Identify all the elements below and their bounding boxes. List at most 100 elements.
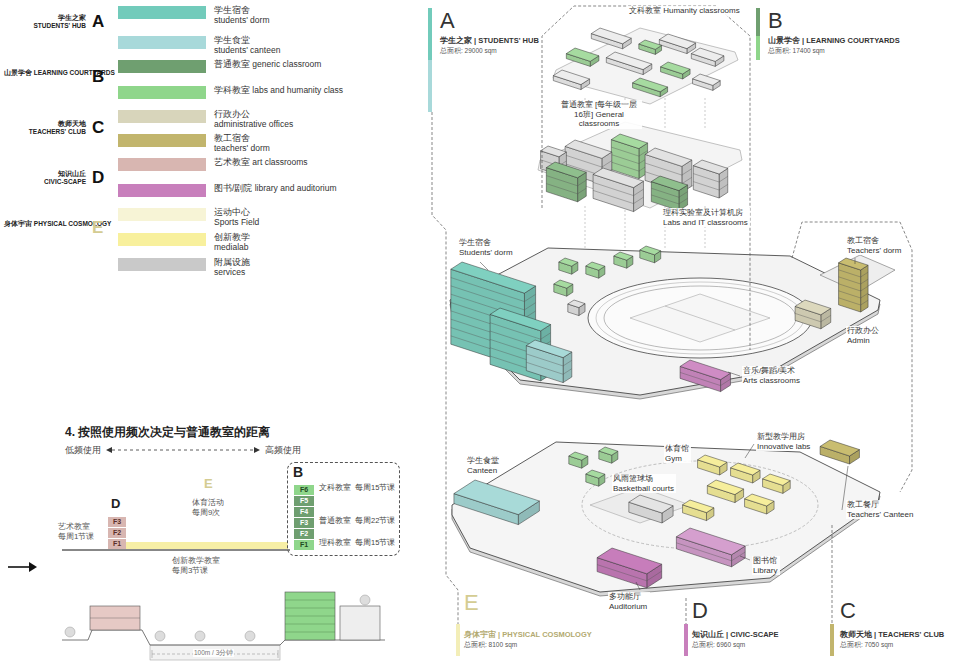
zone-name: 教师天地 | TEACHERS' CLUB (840, 630, 944, 639)
floor-line (611, 155, 647, 164)
dimension-tick (152, 650, 153, 658)
floor-line (795, 313, 831, 321)
leader-line (855, 258, 856, 264)
callout-label: 音乐/舞蹈/美术 Arts classrooms (742, 366, 802, 385)
floor-block: F6 (294, 485, 314, 495)
legend-label: 普通教室 generic classroom (214, 59, 321, 69)
floor-label: F2 (113, 529, 121, 537)
floor-line (693, 182, 727, 190)
usage-note: 每周15节课 (355, 539, 395, 547)
group-letter: B (92, 67, 104, 87)
section-building (90, 606, 140, 630)
callout-label: 新型教学用房 Innovative labs (756, 432, 813, 451)
zone-name: 山景学舍 | LEARNING COURTYARDS (768, 36, 900, 45)
floor-line (526, 362, 571, 374)
floor-label: F5 (300, 497, 308, 505)
floor-block: F3 (294, 518, 314, 528)
tree (360, 595, 370, 605)
building-roof (629, 495, 673, 513)
callout-label: 多功能厅 Auditorium (608, 592, 650, 611)
section-building (340, 606, 380, 640)
zone-area: 总面积: 6960 sqm (692, 641, 745, 649)
section-title: 4. 按照使用频次决定与普通教室的距离 (65, 424, 270, 441)
tree (195, 631, 205, 641)
group-name: 知识山丘 CIVIC-SCAPE (43, 170, 86, 186)
floor-line (651, 188, 687, 197)
dimension-tick (278, 650, 279, 658)
building-roof (639, 40, 662, 49)
usage-note: 每周15节课 (355, 484, 395, 492)
arrow-head (106, 447, 112, 453)
callout-label: 体育馆 Gym (664, 444, 691, 463)
running-track (588, 278, 812, 358)
zone-outline (542, 6, 750, 350)
section-building (285, 592, 335, 640)
section-basement (150, 645, 280, 660)
alignment-line (585, 206, 586, 248)
arrow-head (29, 562, 37, 572)
building-roof (454, 480, 539, 515)
building-roof (698, 455, 728, 467)
axis-label: 低频使用 (65, 445, 101, 455)
zone-letter: B (293, 465, 303, 480)
building-roof (745, 494, 775, 506)
sports-field (630, 294, 770, 342)
zone-letter: E (464, 590, 479, 616)
field-line (665, 306, 735, 330)
building-roof (490, 308, 551, 331)
distance-diagram (8, 447, 385, 660)
building-roof (599, 447, 618, 455)
building-roof (591, 28, 631, 44)
tree (245, 631, 255, 641)
callout-label: 风雨篮球场 Basketball courts (612, 474, 676, 493)
legend-label: 教工宿舍 teachers' dorm (214, 133, 271, 153)
usage-note: 艺术教室 每周1节课 (58, 522, 96, 541)
floor-label: F4 (300, 508, 308, 516)
building-roof (651, 176, 687, 191)
leader-line (480, 262, 488, 270)
zone-bar (756, 36, 760, 60)
callout-label: 教工餐厅 Teachers' Canteen (846, 500, 916, 519)
dimension-label: 100m / 3分钟 (193, 649, 234, 657)
legend-label: 运动中心 Sports Field (214, 207, 261, 227)
zone-name: 知识山丘 | CIVIC-SCAPE (692, 630, 779, 639)
legend-swatch (118, 258, 206, 271)
zone-area: 总面积: 29000 sqm (440, 47, 497, 55)
building-roof (693, 74, 721, 85)
group-letter: D (92, 168, 104, 188)
zone-name: 学生之家 | STUDENTS' HUB (440, 36, 539, 45)
callout-label: 学生宿舍 Students' dorm (458, 238, 515, 257)
building-roof (731, 463, 761, 475)
legend-swatch (118, 36, 206, 49)
legend-label: 学生食堂 students' canteen (214, 35, 282, 55)
building-roof (593, 168, 643, 188)
sports-band (126, 542, 288, 549)
zone-letter: D (692, 598, 708, 624)
building-roof (559, 258, 578, 266)
building-roof (546, 162, 586, 178)
callout-label: 理科实验室及计算机房 Labs and IT classrooms (662, 208, 750, 227)
leader-line (636, 582, 640, 590)
building-roof (565, 140, 612, 158)
floor-label: F1 (300, 541, 308, 549)
zone-area: 总面积: 7050 sqm (840, 641, 893, 649)
building-roof (526, 340, 571, 358)
track-lane (596, 282, 804, 354)
tree (65, 627, 75, 637)
usage-note: 理科教室 (319, 539, 351, 547)
axonometric-drawing (428, 6, 912, 656)
floor-block: F2 (108, 528, 126, 538)
callout-label: 文科教室 Humanity classrooms (628, 6, 741, 16)
zone-letter: B (768, 8, 783, 34)
legend-label: 图书/剧院 library and auditorium (214, 183, 336, 193)
floor-label: F3 (300, 519, 308, 527)
floor-line (611, 147, 647, 156)
pointer-arrow (8, 566, 30, 568)
zone-outline (792, 222, 912, 492)
zone-outline (686, 598, 687, 624)
floor-line (90, 618, 140, 619)
building-roof (568, 300, 585, 308)
legend-swatch (118, 110, 206, 123)
legend-swatch (118, 134, 206, 147)
